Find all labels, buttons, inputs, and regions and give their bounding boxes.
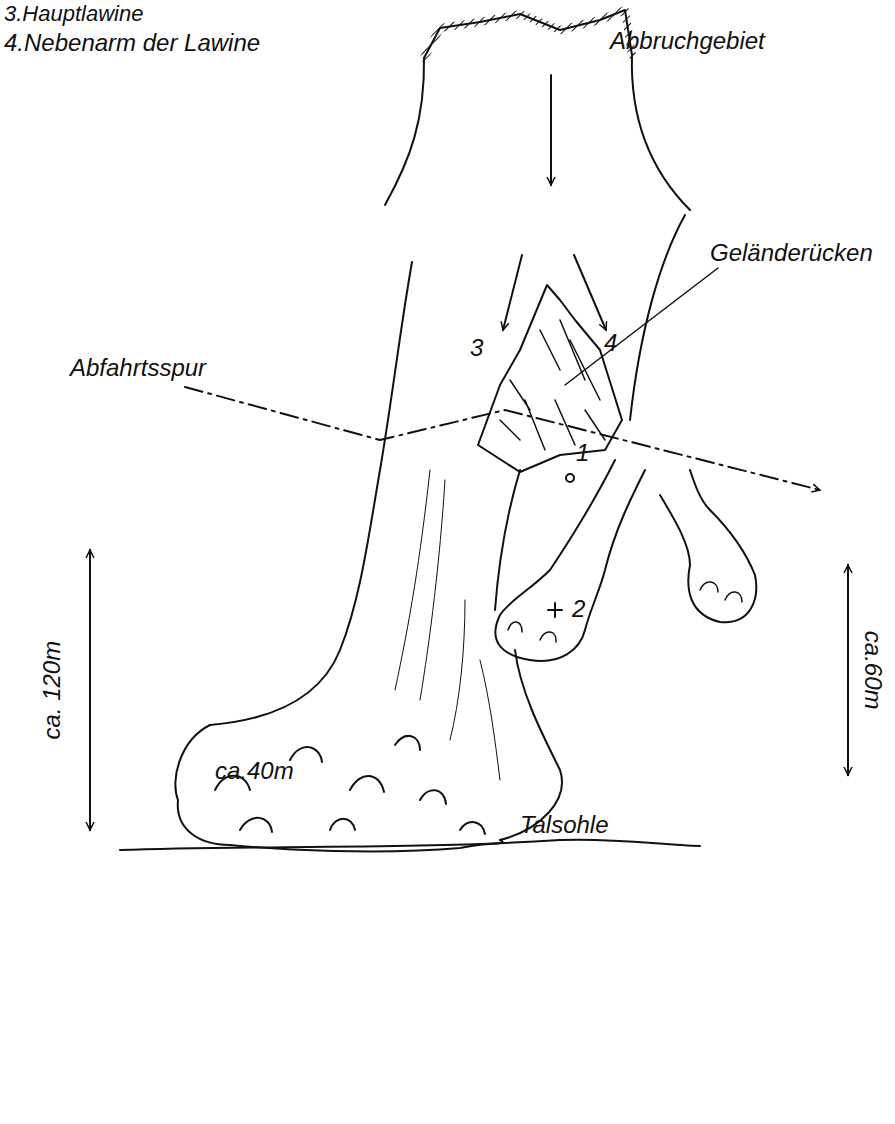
sketch-label: Talsohle [520, 812, 609, 838]
sketch-label: ca.60m [859, 631, 885, 710]
sketch-label: ca. 120m [39, 641, 65, 740]
sketch-label: 1 [576, 440, 589, 466]
sketch-label: 3.Hauptlawine [4, 2, 143, 26]
sketch-label: 2 [572, 596, 585, 622]
sketch-label: Abbruchgebiet [610, 28, 765, 54]
sketch-label: ca.40m [215, 758, 294, 784]
sketch-label: Geländerücken [710, 240, 873, 266]
sketch-label: Abfahrtsspur [70, 355, 206, 381]
sketch-label: 4 [604, 330, 617, 356]
sketch-label: 3 [470, 335, 483, 361]
sketch-label: 4.Nebenarm der Lawine [4, 30, 260, 56]
